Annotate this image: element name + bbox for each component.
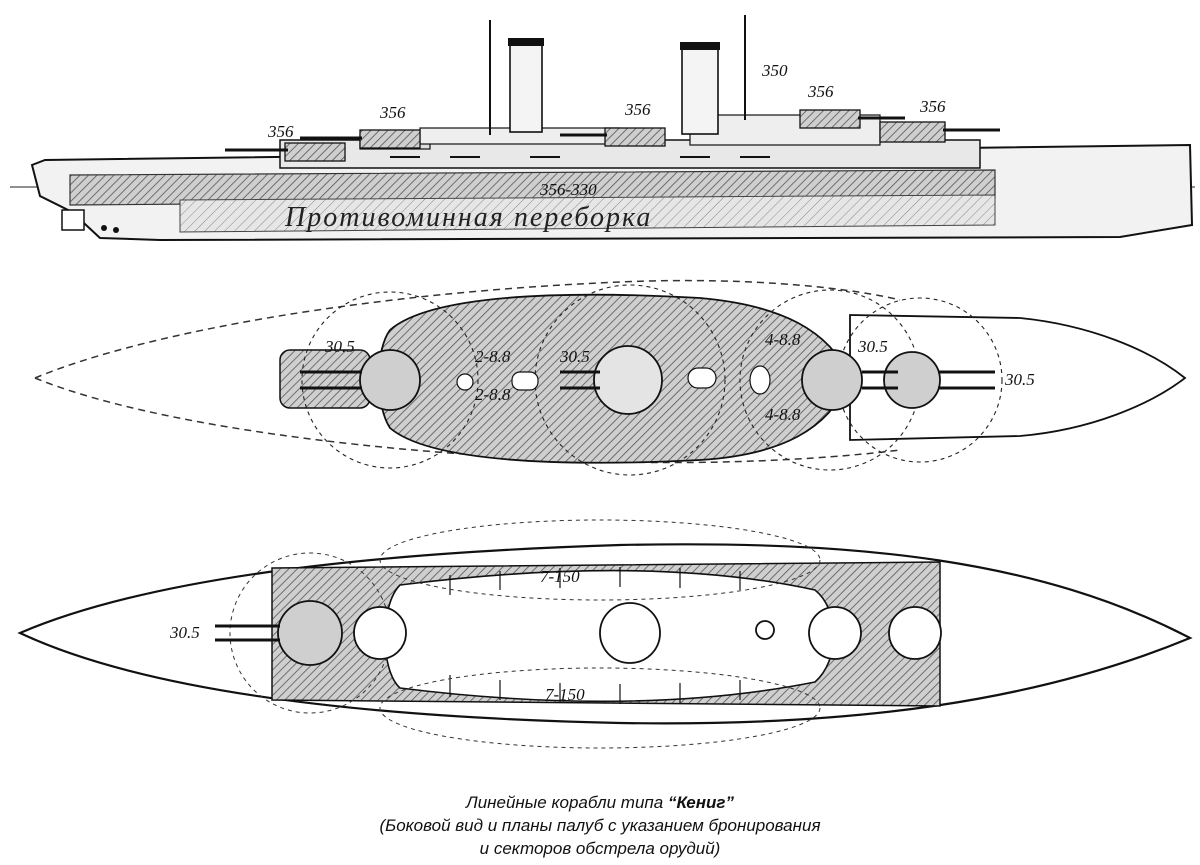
side-label-turret-d: 356 — [807, 82, 834, 101]
lower-label-turret: 30.5 — [169, 623, 200, 642]
turret-a-side — [284, 142, 346, 162]
lower-label-casemate-bottom: 7-150 — [545, 685, 585, 704]
upper-label-aa-1: 2-8.8 — [475, 347, 511, 366]
upper-turret-b — [593, 345, 663, 415]
side-label-turret-b: 356 — [379, 103, 406, 122]
bulkhead-band — [179, 194, 996, 233]
upper-label-aa-4: 4-8.8 — [765, 405, 801, 424]
upper-label-aa-3: 4-8.8 — [765, 330, 801, 349]
upper-turret-a — [359, 349, 421, 411]
upper-turret-c — [801, 349, 863, 411]
side-label-turret-e: 356 — [919, 97, 946, 116]
turret-e-side — [879, 121, 946, 143]
lower-turret-a — [277, 600, 343, 666]
upper-label-turret-c: 30.5 — [857, 337, 888, 356]
turret-c-side — [604, 127, 666, 147]
caption-line-1: Линейные корабли типа “Кениг” — [0, 792, 1200, 814]
side-label-mast: 350 — [761, 61, 788, 80]
turret-d-side — [799, 109, 861, 129]
upper-label-aa-2: 2-8.8 — [475, 385, 511, 404]
upper-label-turret-a: 30.5 — [324, 337, 355, 356]
side-label-belt: 356-330 — [539, 180, 597, 199]
caption-title: “Кениг” — [667, 793, 734, 812]
side-label-turret-c: 356 — [624, 100, 651, 119]
turret-b-side — [359, 129, 421, 149]
upper-label-turret-d: 30.5 — [1004, 370, 1035, 389]
upper-label-turret-b: 30.5 — [559, 347, 590, 366]
caption-prefix: Линейные корабли типа — [466, 793, 668, 812]
side-view: 356 356 356 356 356 350 356-330 Противом… — [10, 15, 1195, 242]
deck-plan-upper: 30.5 30.5 30.5 30.5 2-8.8 2-8.8 4-8.8 4-… — [34, 279, 1187, 476]
side-label-turret-a: 356 — [267, 122, 294, 141]
caption-line-3: и секторов обстрела орудий) — [479, 839, 721, 858]
upper-turret-d — [883, 351, 941, 409]
deck-plan-lower: 30.5 7-150 7-150 — [17, 519, 1193, 749]
side-label-bulkhead: Противоминная переборка — [284, 202, 652, 233]
ship-diagram: 356 356 356 356 356 350 356-330 Противом… — [10, 15, 1195, 749]
caption-line-2: (Боковой вид и планы палуб с указанием б… — [379, 816, 821, 835]
lower-label-casemate-top: 7-150 — [540, 567, 580, 586]
